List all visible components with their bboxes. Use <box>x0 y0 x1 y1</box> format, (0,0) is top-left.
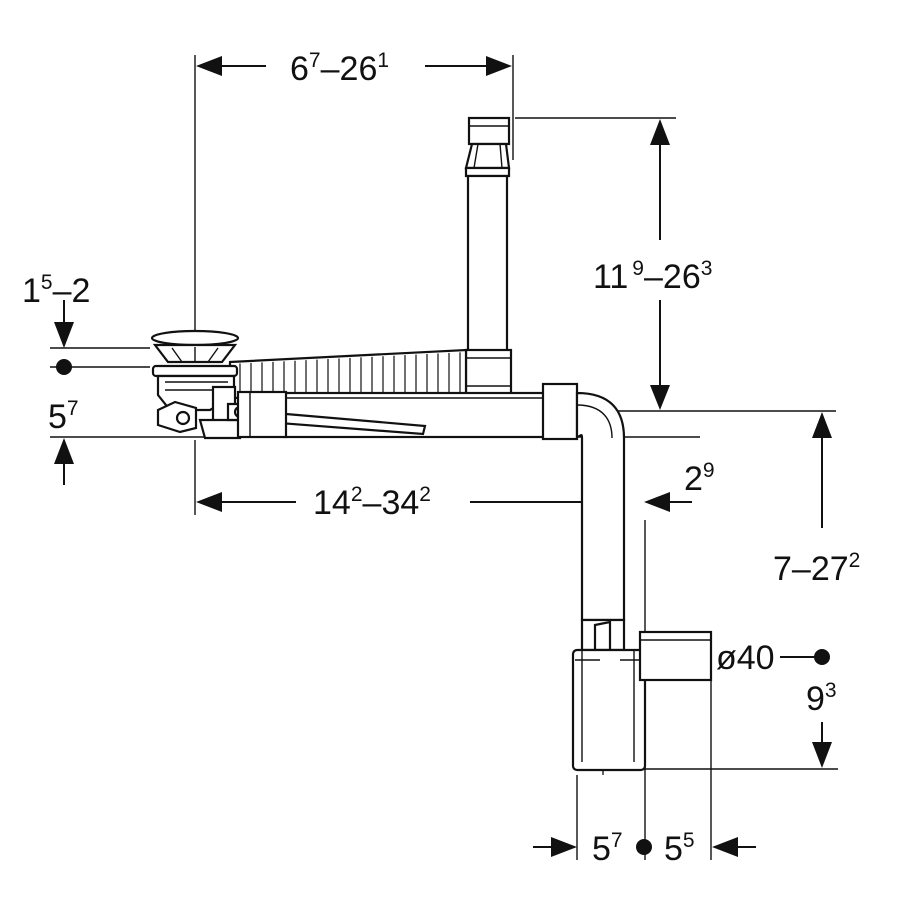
reference-dot-icon <box>814 649 830 665</box>
arrow-down-icon <box>812 742 832 768</box>
arrow-left-icon <box>196 56 222 76</box>
trap-right-width-label: 55 <box>664 829 695 868</box>
arrow-left-icon <box>196 492 222 512</box>
horizontal-pipe <box>238 382 626 622</box>
horizontal-length-label: 142–342 <box>313 483 431 522</box>
corrugated-hose <box>228 348 468 400</box>
reference-dot-icon <box>56 359 72 375</box>
arrow-right-icon <box>486 56 512 76</box>
drain-rim-label: 15–2 <box>22 271 90 310</box>
dimension-lines <box>50 55 838 860</box>
outlet-diameter-label: ø40 <box>716 639 775 677</box>
bottle-trap <box>571 618 713 772</box>
reference-dot-icon <box>636 839 652 855</box>
top-width-label: 67–261 <box>290 49 389 88</box>
arrow-up-icon <box>54 438 74 464</box>
arrow-left-icon <box>712 837 738 857</box>
outlet-height-label: 93 <box>806 679 837 718</box>
arrow-up-icon <box>650 119 670 145</box>
trap-left-width-label: 57 <box>592 829 623 868</box>
pipe-offset-label: 29 <box>684 459 715 498</box>
trap-height-label: 7–272 <box>773 549 860 588</box>
arrow-up-icon <box>812 412 832 438</box>
overflow-pipe <box>464 116 513 396</box>
drain-fitting <box>150 329 288 440</box>
arrow-left-icon <box>644 492 670 512</box>
arrow-right-icon <box>551 837 577 857</box>
arrow-down-icon <box>650 385 670 410</box>
drain-depth-label: 57 <box>48 397 79 436</box>
arrow-down-icon <box>54 322 74 348</box>
